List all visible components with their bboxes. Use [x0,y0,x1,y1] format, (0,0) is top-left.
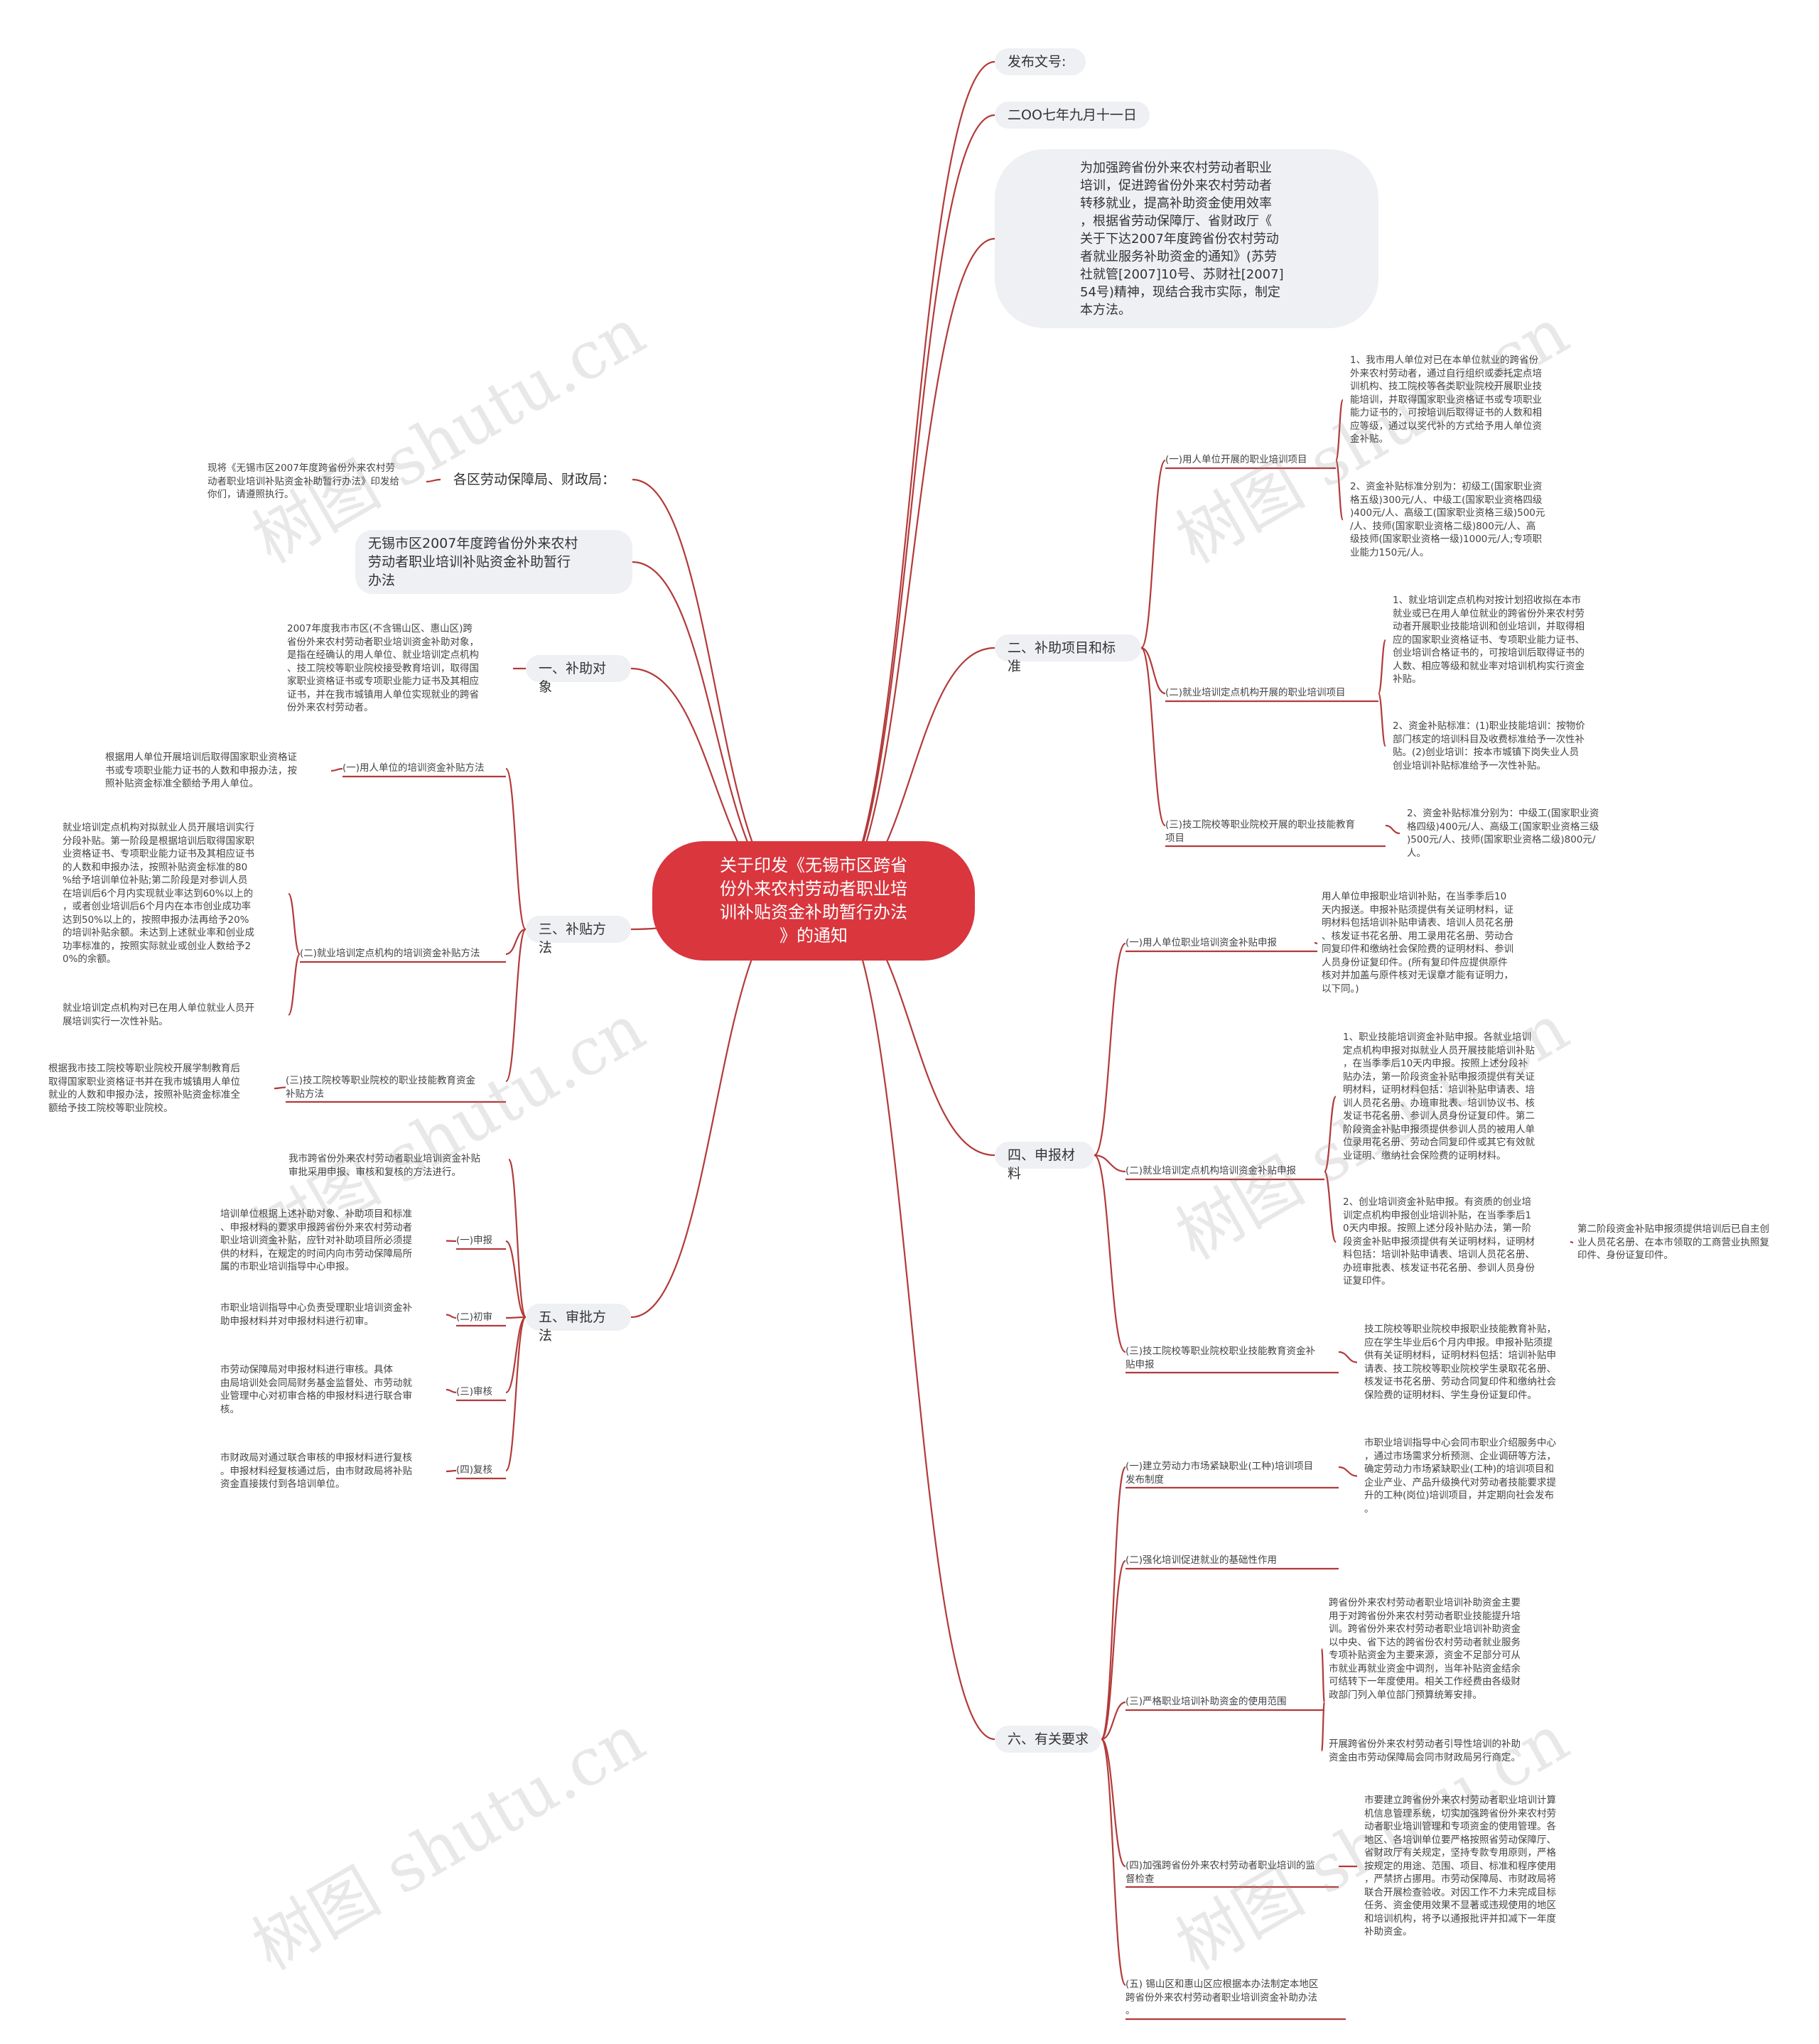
leaf-link [1334,459,1344,521]
leaf-text: 2、资金补贴标准：(1)职业技能培训：按物价 部门核定的培训科目及收费标准给予一… [1393,720,1585,772]
branch-link [1094,1154,1126,1173]
sub-requirement-5[interactable]: (五) 锡山区和惠山区应根据本办法制定本地区 跨省份外来农村劳动者职业培训资金补… [1126,1979,1319,2016]
leaf-link [1320,1701,1326,1752]
leaf-link [1377,692,1387,747]
leaf-text: 就业培训定点机构对拟就业人员开展培训实行 分段补贴。第一阶段是根据培训后取得国家… [63,822,254,965]
branch-link [504,1316,527,1472]
sub-requirement-3[interactable]: (三)严格职业培训补助资金的使用范围 [1126,1696,1287,1707]
branch-link [504,928,527,1083]
leaf-link [1338,1351,1358,1363]
branch-subsidy-method[interactable]: 三、补贴方法 [526,916,631,956]
leaf-text: 1、我市用人单位对已在本单位就业的跨省份 外来农村劳动者，通过自行组织或委托定点… [1350,355,1542,445]
sub-employer-training[interactable]: (一)用人单位开展的职业培训项目 [1165,454,1307,465]
leaf-text: 2007年度我市市区(不含锡山区、惠山区)跨 省份外来农村劳动者职业培训资金补助… [287,623,479,713]
leaf-link [1385,824,1400,835]
leaf-text: 我市跨省份外来农村劳动者职业培训资金补贴 审批采用申报、审核和复核的方法进行。 [288,1153,480,1178]
branch-link [1100,1738,1127,1986]
leaf-text: 跨省份外来农村劳动者职业培训补助资金主要 用于对跨省份外来农村劳动者职业技能提升… [1329,1597,1521,1701]
branch-application-materials[interactable]: 四、申报材料 [995,1142,1094,1181]
branch-link [1101,1701,1126,1741]
leaf-link [1323,1096,1337,1173]
root-link [827,114,995,902]
leaf-link [1323,1170,1337,1243]
doc-number-topic[interactable]: 发布文号: [995,48,1086,75]
leaf-text: 就业培训定点机构对已在用人单位就业人员开 展培训实行一次性补贴。 [63,1002,254,1027]
sub-recheck[interactable]: (四)复核 [456,1464,493,1476]
leaf-text: 现将《无锡市区2007年度跨省份外来农村劳 动者职业培训补贴资金补助暂行办法》印… [207,463,399,500]
root-link [630,899,800,1319]
sub-apply[interactable]: (一)申报 [456,1235,493,1246]
branch-notice[interactable]: 各区劳动保障局、财政局： [453,472,616,487]
sub-school-method[interactable]: (三)技工院校等职业院校的职业技能教育资金 补贴方法 [286,1075,476,1100]
branch-subsidy-target[interactable]: 一、补助对象 [526,655,631,695]
sub-center-method[interactable]: (二)就业培训定点机构的培训资金补贴方法 [300,948,480,959]
leaf-text: 市职业培训指导中心会同市职业介绍服务中心 ，通过市场需求分析预测、企业调研等方法… [1364,1437,1556,1515]
branch-link [1100,1466,1127,1741]
branch-link [505,1240,527,1319]
leaf-link [1570,1240,1574,1244]
branch-link [1100,1559,1127,1741]
leaf-text: 市要建立跨省份外来农村劳动者职业培训计算 机信息管理系统，切实加强跨省份外来农村… [1364,1795,1556,1937]
branch-link [1094,942,1126,1157]
sub-initial-review[interactable]: (二)初审 [456,1312,493,1323]
sub-requirement-2[interactable]: (二)强化培训促进就业的基础性作用 [1126,1554,1278,1566]
leaf-link [287,953,301,1016]
sub-center-application[interactable]: (二)就业培训定点机构培训资金补贴申报 [1126,1165,1297,1177]
leaf-text: 市财政局对通过联合审核的申报材料进行复核 。申报材料经复核通过后，由市财政局将补… [220,1452,412,1490]
sub-center-training[interactable]: (二)就业培训定点机构开展的职业培训项目 [1165,687,1346,698]
sub-employer-application[interactable]: (一)用人单位职业培训资金补贴申报 [1126,937,1278,948]
leaf-link [446,1388,457,1394]
leaf-text: 培训单位根据上述补助对象、补助项目和标准 、申报材料的要求申报跨省份外来农村劳动… [220,1208,412,1272]
leaf-text: 根据用人单位开展培训后取得国家职业资格证 书或专项职业能力证书的人数和申报办法，… [105,752,297,789]
leaf-link [274,1086,286,1090]
leaf-text: 2、创业培训资金补贴申报。有资质的创业培 训定点机构申报创业培训补贴，在当季季后… [1343,1196,1535,1287]
root-link [827,237,995,902]
leaf-link [287,892,301,956]
leaf-text: 市劳动保障局对申报材料进行审核。具体 由局培训处会同局财务基金监督处、市劳动就 … [220,1364,412,1415]
sub-audit[interactable]: (三)审核 [456,1386,493,1397]
leaf-link [1338,1466,1358,1477]
date-topic[interactable]: 二OO七年九月十一日 [995,102,1150,129]
leaf-text: 第二阶段资金补贴申报须提供培训后已自主创 业人员花名册、在本市领取的工商营业执照… [1577,1223,1769,1261]
root-topic[interactable]: 关于印发《无锡市区跨省 份外来农村劳动者职业培 训补贴资金补助暂行办法 》的通知 [652,841,975,961]
leaf-link [1320,1648,1326,1704]
leaf-text: 开展跨省份外来农村劳动者引导性培训的补助 资金由市劳动保障局会同市财政局另行商定… [1329,1739,1521,1763]
leaf-text: 1、职业技能培训资金补贴申报。各就业培训 定点机构申报对拟就业人员开展技能培训补… [1343,1032,1535,1162]
branch-link [505,928,527,956]
branch-link [1140,459,1167,649]
leaf-text: 2、资金补贴标准分别为：中级工(国家职业资 格四级)400元/人、高级工(国家职… [1407,808,1599,859]
leaf-text: 用人单位申报职业培训补贴，在当季季后10 天内报送。申报补贴须提供有关证明材料，… [1322,891,1513,995]
leaf-text: 1、就业培训定点机构对按计划招收拟在本市 就业或已在用人单位就业的跨省份外来农村… [1393,595,1585,685]
branch-approval-method[interactable]: 五、审批方法 [526,1304,631,1343]
branch-link [1140,647,1166,695]
sub-employer-method[interactable]: (一)用人单位的培训资金补贴方法 [342,762,485,774]
intro-topic[interactable]: 为加强跨省份外来农村劳动者职业 培训，促进跨省份外来农村劳动者 转移就业，提高补… [995,149,1378,328]
branch-link [1101,1738,1126,1868]
branch-link [505,1316,527,1319]
branch-link [504,767,527,931]
leaf-text: 根据我市技工院校等职业院校开展学制教育后 取得国家职业资格证书并在我市城镇用人单… [48,1063,240,1114]
leaf-link [330,767,343,772]
sub-requirement-4[interactable]: (四)加强跨省份外来农村劳动者职业培训的监 督检查 [1126,1860,1316,1885]
root-link [632,478,800,902]
leaf-text: 技工院校等职业院校申报职业技能教育补贴， 应在学生毕业后6个月内申报。申报补贴须… [1364,1324,1556,1401]
sub-requirement-1[interactable]: (一)建立劳动力市场紧缺职业(工种)培训项目 发布制度 [1126,1461,1314,1486]
leaf-text: 市职业培训指导中心负责受理职业培训资金补 助申报材料并对申报材料进行初审。 [220,1302,412,1327]
leaf-text: 2、资金补贴标准分别为：初级工(国家职业资 格五级)300元/人、中级工(国家职… [1350,481,1545,558]
branch-subsidy-items[interactable]: 二、补助项目和标准 [995,634,1141,674]
leaf-link [1377,639,1387,695]
sub-school-application[interactable]: (三)技工院校等职业院校职业技能教育资金补 贴申报 [1126,1346,1316,1370]
branch-link [1140,647,1167,827]
document-title-topic[interactable]: 无锡市区2007年度跨省份外来农村 劳动者职业培训补贴资金补助暂行 办法 [355,530,632,594]
branch-link [505,1316,527,1394]
sub-school-education[interactable]: (三)技工院校等职业院校开展的职业技能教育 项目 [1165,819,1356,844]
leaf-link [1334,399,1344,462]
branch-link [507,1158,527,1319]
leaf-link [426,478,441,483]
leaf-link [446,1314,457,1319]
branch-requirements[interactable]: 六、有关要求 [995,1726,1101,1753]
branch-link [1094,1154,1126,1353]
leaf-link [446,1240,457,1243]
